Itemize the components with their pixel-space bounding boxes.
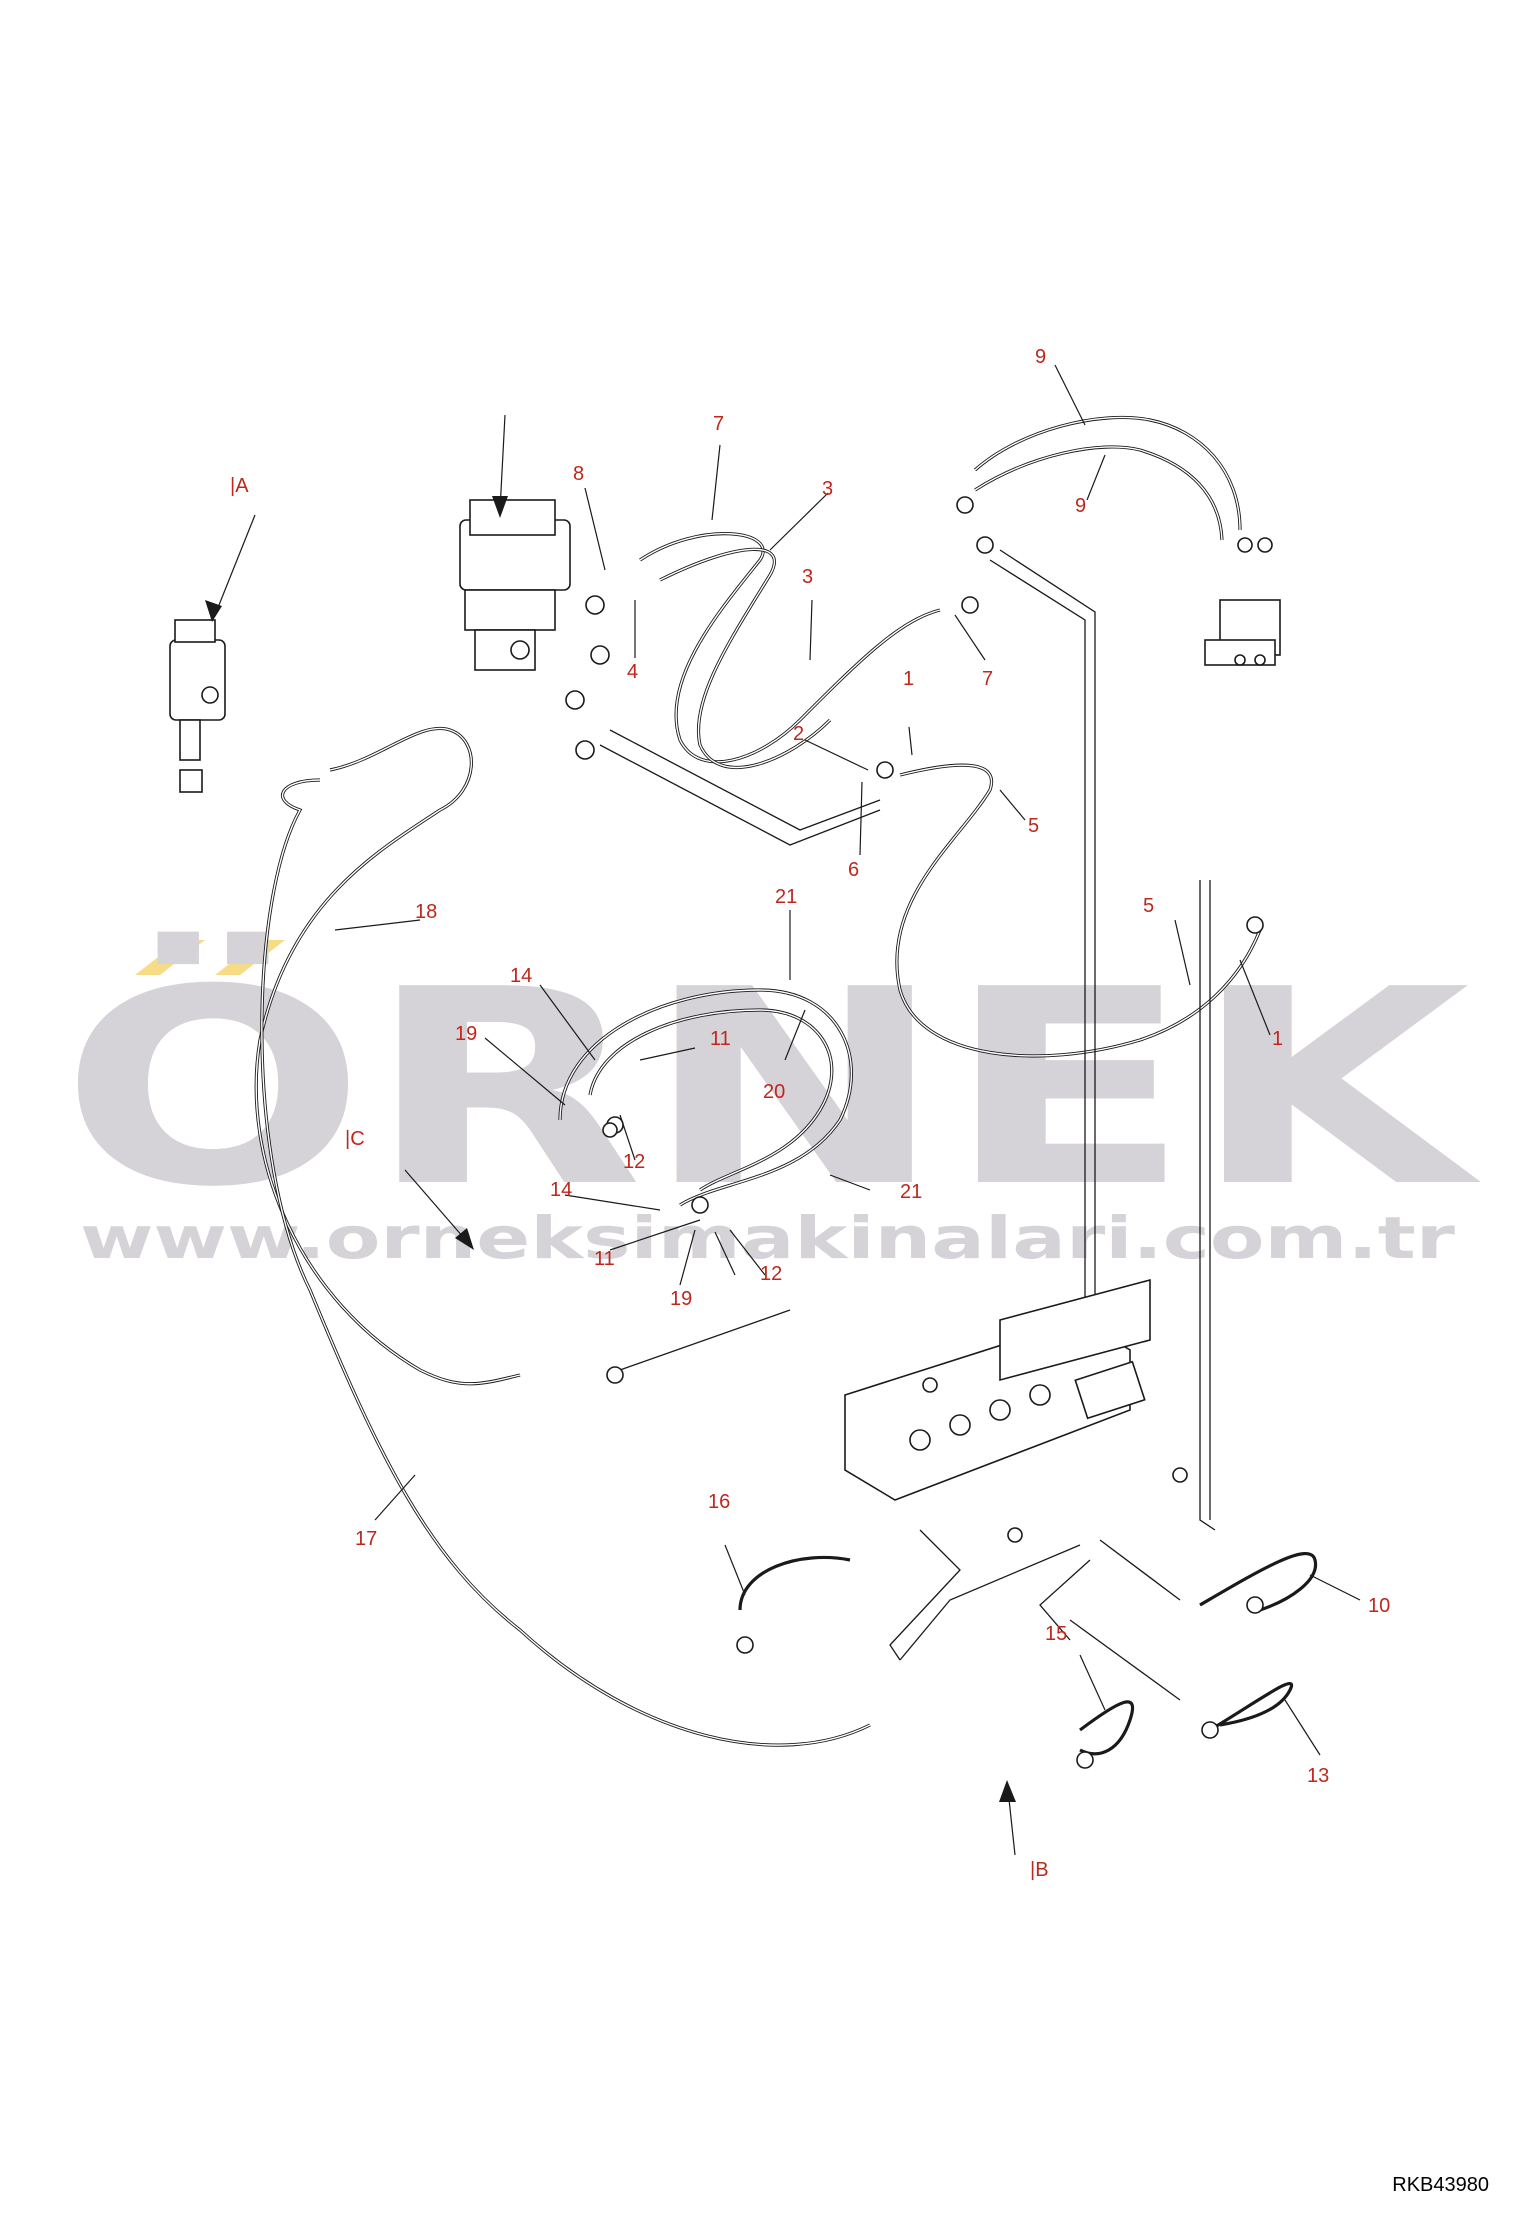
callout-14-bottom: 14: [550, 1179, 572, 1201]
callout-12-bottom: 12: [760, 1263, 782, 1285]
hoses: [254, 415, 1318, 1756]
callout-3-top: 3: [822, 478, 833, 500]
mounting-bracket: [1204, 599, 1281, 666]
callout-13: 13: [1307, 1765, 1329, 1787]
watermark-accent-right: [215, 940, 285, 975]
watermark: ÖRNEK www.orneksimakinalari.com.tr: [60, 929, 1484, 1272]
callout-7-right: 7: [982, 668, 993, 690]
hose-9-outer: [973, 415, 1242, 531]
callout-3-mid: 3: [802, 566, 813, 588]
callout-20: 20: [763, 1081, 785, 1103]
callout-1-top: 1: [903, 668, 914, 690]
callout-16: 16: [708, 1491, 730, 1513]
pilot-valve-main: [459, 499, 571, 671]
callout-17: 17: [355, 1528, 377, 1550]
fittings: [565, 496, 1273, 1769]
callout-a: |A: [230, 475, 249, 497]
watermark-accent-left: [135, 940, 205, 975]
callout-21-bottom: 21: [900, 1181, 922, 1203]
callout-9-top: 9: [1035, 346, 1046, 368]
callout-1-right: 1: [1272, 1028, 1283, 1050]
reference-code: RKB43980: [1392, 2174, 1489, 2196]
callout-11-bottom: 11: [594, 1248, 615, 1270]
leader-lines: [334, 364, 1361, 1756]
hose-13: [1209, 1682, 1294, 1732]
watermark-brand: ÖRNEK: [60, 929, 1484, 1246]
callout-5-mid: 5: [1028, 815, 1039, 837]
hose-10: [1199, 1551, 1318, 1612]
callout-4: 4: [627, 661, 638, 683]
callout-10: 10: [1368, 1595, 1390, 1617]
callout-8: 8: [573, 463, 584, 485]
callout-2: 2: [793, 723, 804, 745]
callout-9-mid: 9: [1075, 495, 1086, 517]
control-valve-block: [844, 1278, 1151, 1501]
view-arrows: [205, 414, 1016, 1856]
watermark-url: www.orneksimakinalari.com.tr: [80, 1204, 1456, 1272]
callout-6: 6: [848, 859, 859, 881]
callout-12-top: 12: [623, 1151, 645, 1173]
hose-16: [738, 1555, 851, 1611]
callout-21-top: 21: [775, 886, 797, 908]
callout-c: |C: [345, 1128, 365, 1150]
callout-18: 18: [415, 901, 437, 923]
hose-9-inner: [974, 445, 1224, 541]
callout-11-top: 11: [710, 1028, 731, 1050]
callout-7-top: 7: [713, 413, 724, 435]
callout-15: 15: [1045, 1623, 1067, 1645]
callout-b: |B: [1030, 1859, 1049, 1881]
callout-14-top: 14: [510, 965, 532, 987]
callout-labels: |A |B |C 7 8 3 3 4 9 9 7 1 2 5 6 5 1 21 …: [230, 346, 1390, 1881]
callout-19-top: 19: [455, 1023, 477, 1045]
pilot-valve-a: [169, 619, 226, 793]
hose-15: [1079, 1700, 1135, 1756]
callout-5-right: 5: [1143, 895, 1154, 917]
callout-19-bottom: 19: [670, 1288, 692, 1310]
